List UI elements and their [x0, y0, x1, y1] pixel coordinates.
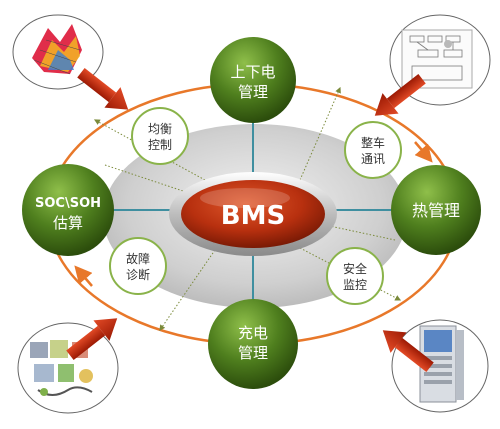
green-node-right-line1: 热管理: [412, 201, 460, 220]
arrow-puzzle-to-ring: [66, 318, 118, 360]
white-node-vehicle-comm-line1: 整车: [361, 135, 385, 150]
green-node-left-line1: SOC\SOH: [35, 196, 101, 211]
puzzle-pieces-icon: [17, 322, 119, 414]
green-node-bottom: 充电 管理: [208, 299, 298, 389]
white-node-safety-line2: 监控: [343, 278, 367, 292]
white-node-balance: 均衡 控制: [131, 107, 189, 165]
white-node-balance-line1: 均衡: [148, 122, 172, 136]
green-node-top: 上下电 管理: [210, 37, 296, 123]
orbit-arrowhead-right: [414, 141, 433, 163]
matlab-surface-icon: [12, 14, 104, 90]
center-bms-node: BMS: [169, 172, 337, 256]
connector-tr-out: [299, 86, 341, 181]
connector-bl-out: [159, 249, 216, 331]
connector-br-in: [324, 224, 396, 241]
arrow-doc-to-ring: [374, 74, 426, 116]
green-node-right: 热管理: [391, 165, 481, 255]
white-node-fault: 故障 诊断: [109, 237, 167, 295]
arrow-cabinet-to-ring: [382, 330, 434, 372]
green-node-bottom-line1: 充电: [238, 324, 268, 342]
green-node-left: SOC\SOH 估算: [22, 164, 114, 256]
white-node-balance-line2: 控制: [148, 138, 172, 152]
white-node-vehicle-comm: 整车 通讯: [344, 121, 402, 179]
white-node-safety: 安全 监控: [326, 247, 384, 305]
green-node-bottom-line2: 管理: [238, 344, 268, 362]
white-node-vehicle-comm-line2: 通讯: [361, 152, 385, 166]
arrow-matlab-to-ring: [77, 68, 129, 110]
green-node-top-line2: 管理: [238, 83, 268, 101]
orbit-arrowhead-left: [74, 265, 93, 287]
white-node-safety-line1: 安全: [343, 261, 367, 276]
center-bms-label: BMS: [221, 201, 285, 231]
white-node-fault-line2: 诊断: [126, 267, 150, 282]
green-node-top-line1: 上下电: [230, 63, 275, 81]
green-node-left-line2: 估算: [53, 214, 83, 232]
server-cabinet-icon: [391, 319, 489, 413]
white-node-fault-line1: 故障: [126, 251, 150, 266]
